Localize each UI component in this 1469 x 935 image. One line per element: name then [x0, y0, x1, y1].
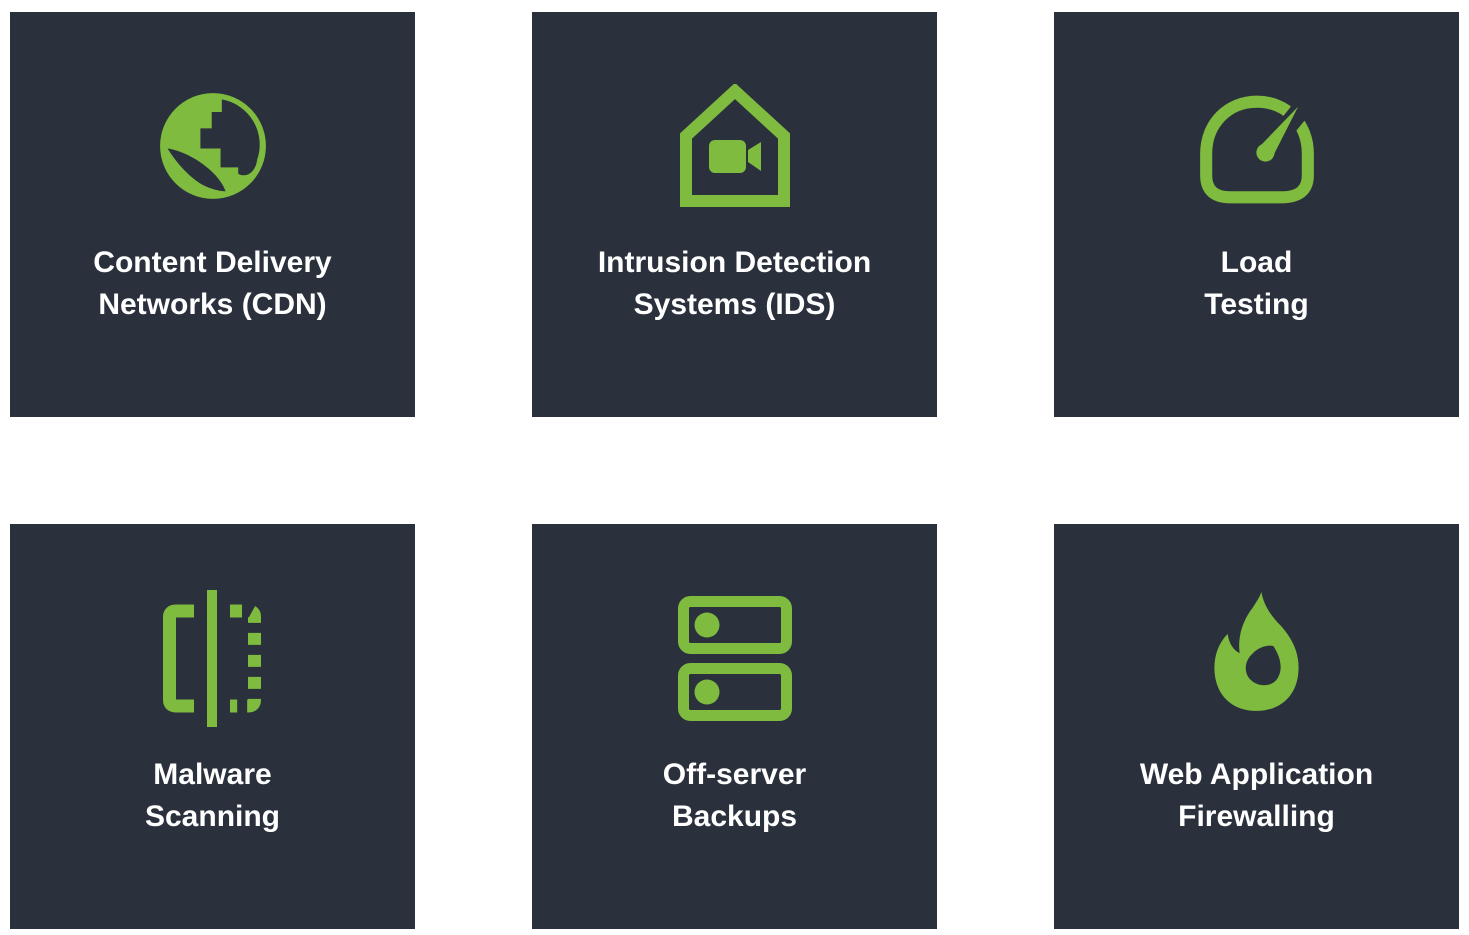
card-label: Load Testing — [1204, 242, 1308, 326]
card-web-application-firewalling: Web Application Firewalling — [1054, 524, 1459, 929]
card-label: Malware Scanning — [145, 754, 280, 838]
card-label: Off-server Backups — [663, 754, 806, 838]
scan-icon — [162, 588, 263, 728]
card-label-line: Firewalling — [1178, 800, 1335, 833]
card-off-server-backups: Off-server Backups — [532, 524, 937, 929]
card-label-line: Scanning — [144, 800, 280, 833]
house-camera-icon — [679, 76, 791, 216]
card-label-line: Off-server — [662, 758, 807, 791]
card-content-delivery-networks: Content Delivery Networks (CDN) — [10, 12, 415, 417]
speedometer-icon — [1189, 76, 1325, 216]
flame-icon — [1206, 588, 1307, 728]
card-label-line: Systems (IDS) — [633, 288, 836, 321]
server-stack-icon — [677, 588, 792, 728]
card-label: Content Delivery Networks (CDN) — [93, 242, 331, 326]
card-label-line: Load — [1220, 246, 1293, 279]
card-label-line: Content Delivery — [93, 246, 332, 279]
globe-icon — [150, 76, 276, 216]
card-intrusion-detection-systems: Intrusion Detection Systems (IDS) — [532, 12, 937, 417]
card-load-testing: Load Testing — [1054, 12, 1459, 417]
card-label-line: Networks (CDN) — [98, 288, 327, 321]
card-malware-scanning: Malware Scanning — [10, 524, 415, 929]
card-label-line: Intrusion Detection — [597, 246, 872, 279]
card-label-line: Web Application — [1139, 758, 1374, 791]
card-label-line: Backups — [671, 800, 798, 833]
card-label-line: Testing — [1204, 288, 1309, 321]
card-label: Web Application Firewalling — [1140, 754, 1373, 838]
card-label-line: Malware — [153, 758, 272, 791]
card-label: Intrusion Detection Systems (IDS) — [598, 242, 871, 326]
